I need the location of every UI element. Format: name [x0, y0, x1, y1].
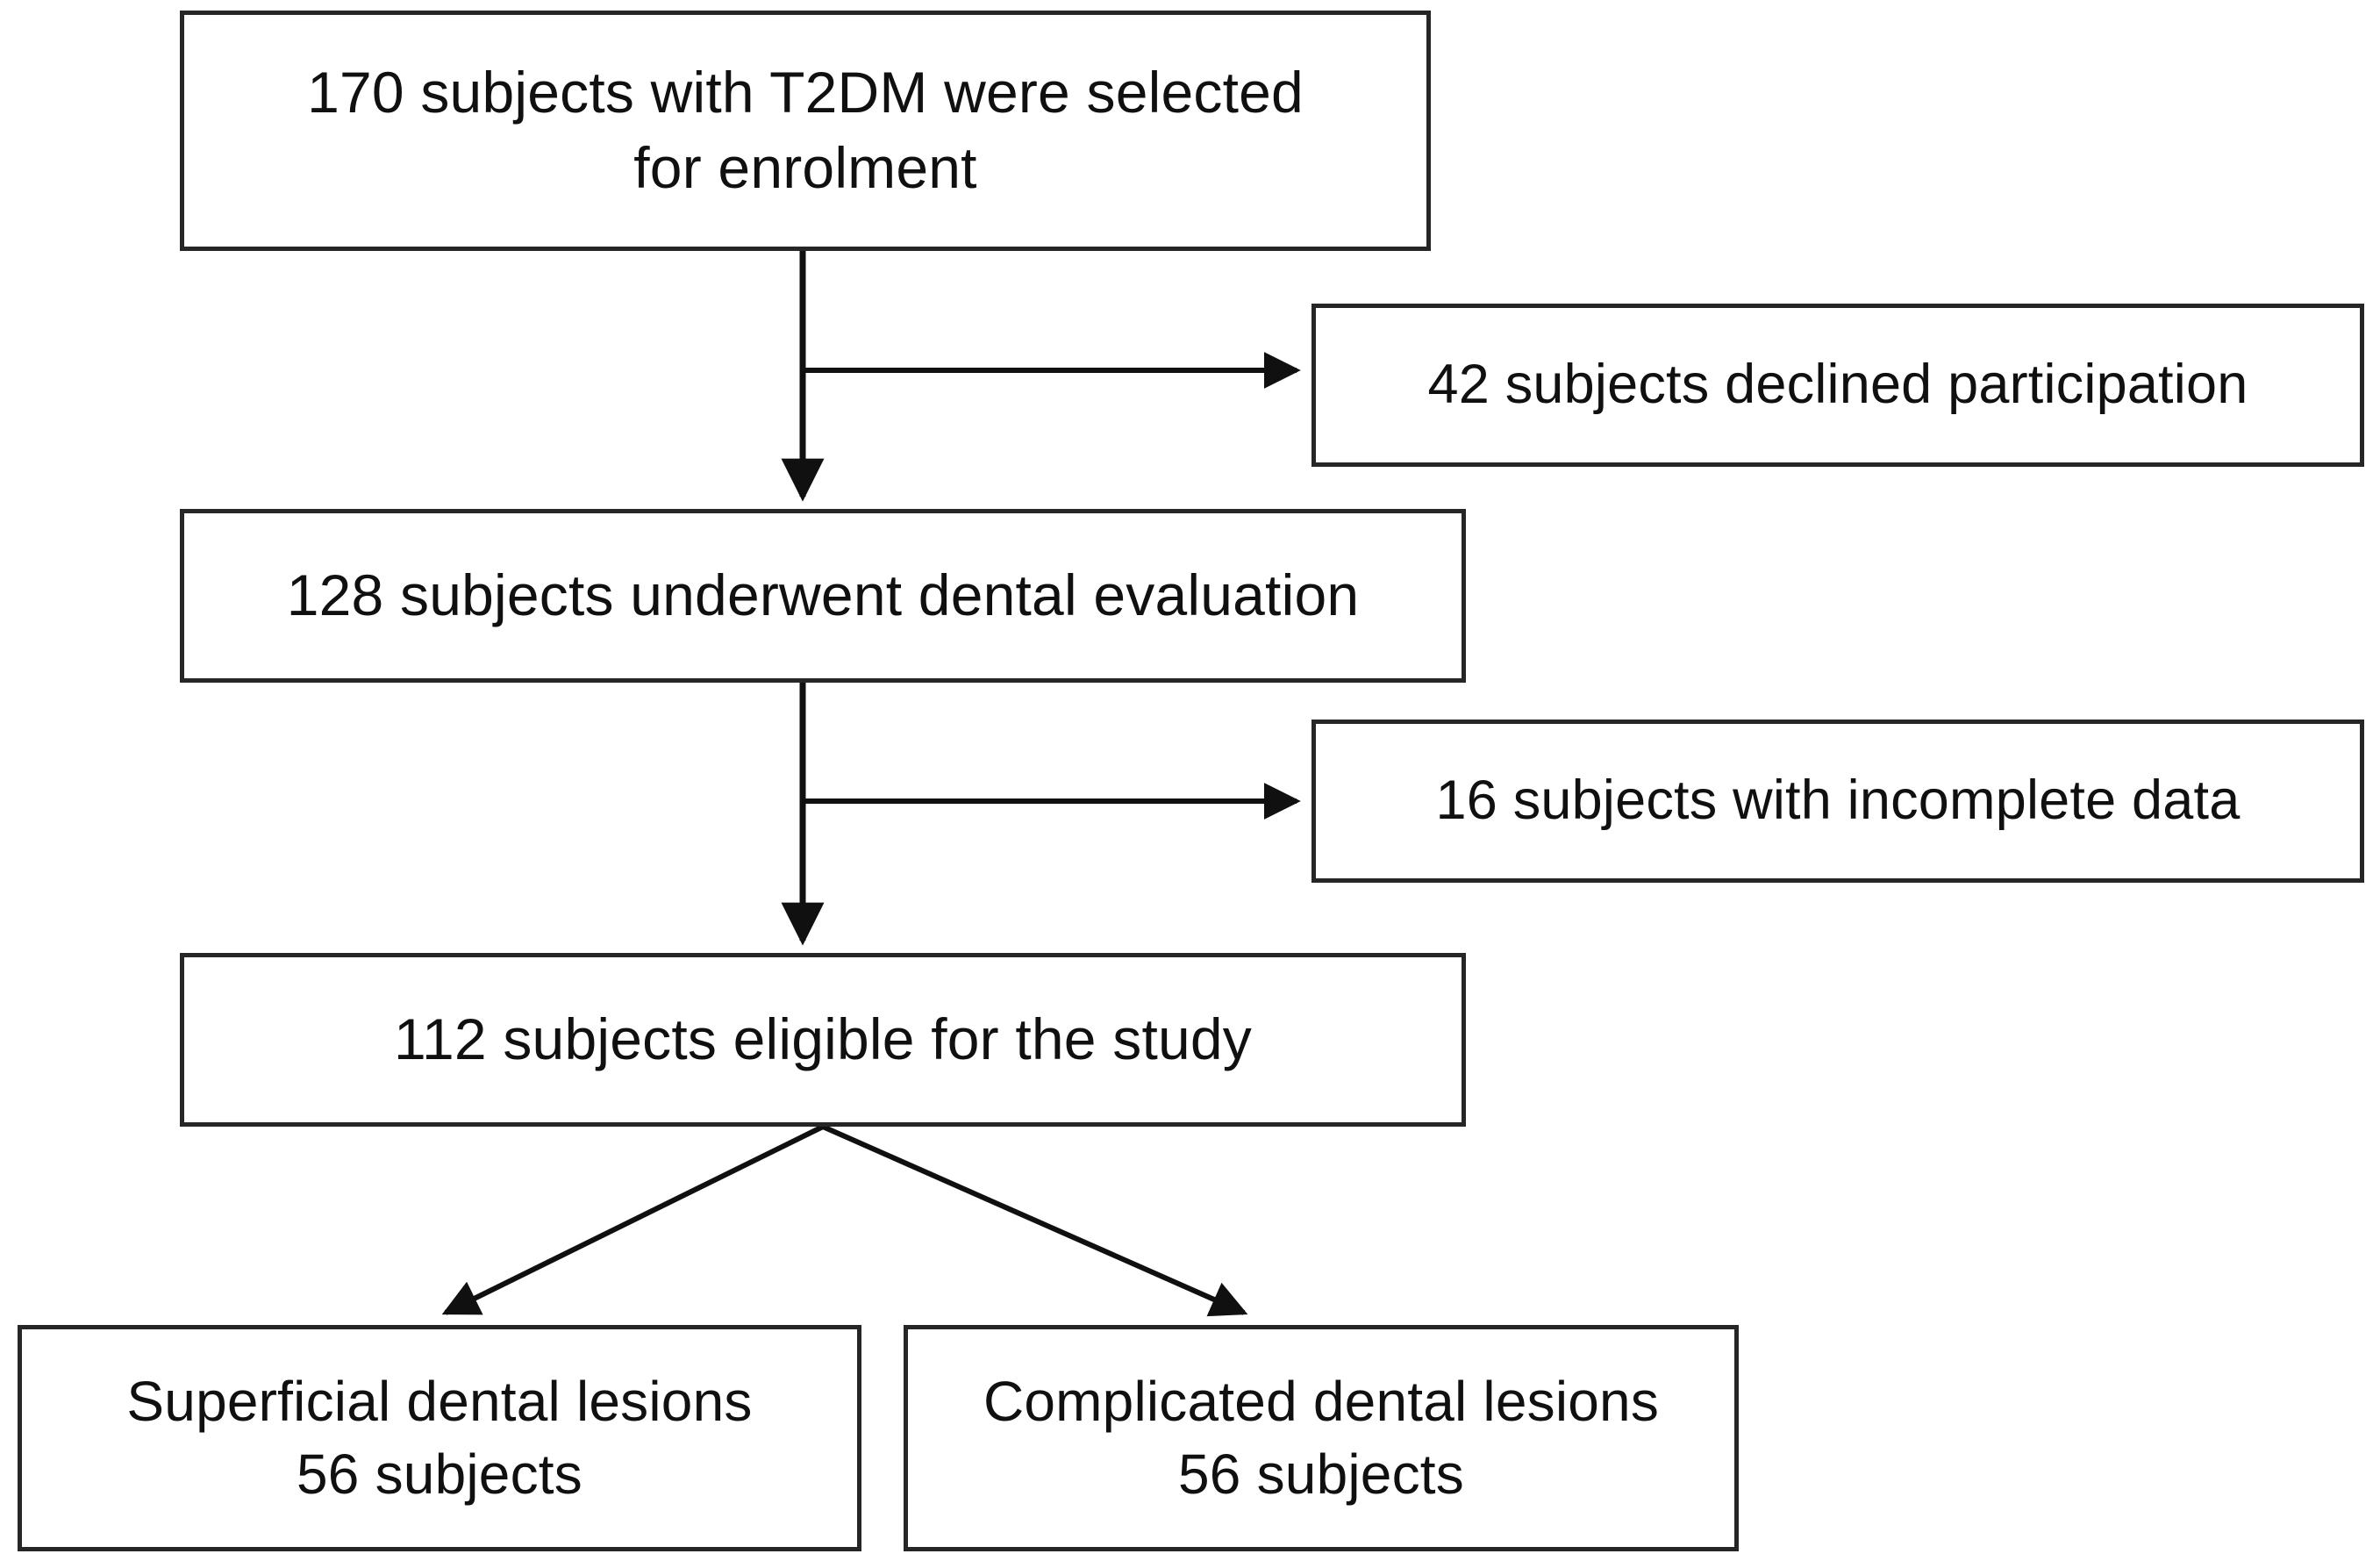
edge-eligible-to-complicated [821, 1124, 1248, 1317]
node-evaluated-label: 128 subjects underwent dental evaluation [286, 562, 1360, 628]
node-enrolled-subjects: 170 subjects with T2DM were selected for… [180, 11, 1431, 251]
node-incomplete-label: 16 subjects with incomplete data [1435, 770, 2241, 832]
node-eligible-subjects: 112 subjects eligible for the study [180, 953, 1466, 1127]
node-incomplete-data: 16 subjects with incomplete data [1312, 720, 2364, 883]
node-eligible-label: 112 subjects eligible for the study [393, 1006, 1253, 1072]
node-superficial-dental-lesions: Superficial dental lesions 56 subjects [18, 1325, 861, 1551]
node-complicated-dental-lesions: Complicated dental lesions 56 subjects [904, 1325, 1739, 1551]
node-declined-label: 42 subjects declined participation [1427, 354, 2248, 416]
node-complicated-label: Complicated dental lesions 56 subjects [983, 1369, 1660, 1506]
node-superficial-label: Superficial dental lesions 56 subjects [126, 1369, 753, 1506]
node-dental-evaluation: 128 subjects underwent dental evaluation [180, 509, 1466, 683]
edge-eligible-to-superficial [441, 1124, 825, 1315]
node-enrolled-label: 170 subjects with T2DM were selected for… [307, 60, 1304, 200]
node-declined-participation: 42 subjects declined participation [1312, 304, 2364, 467]
